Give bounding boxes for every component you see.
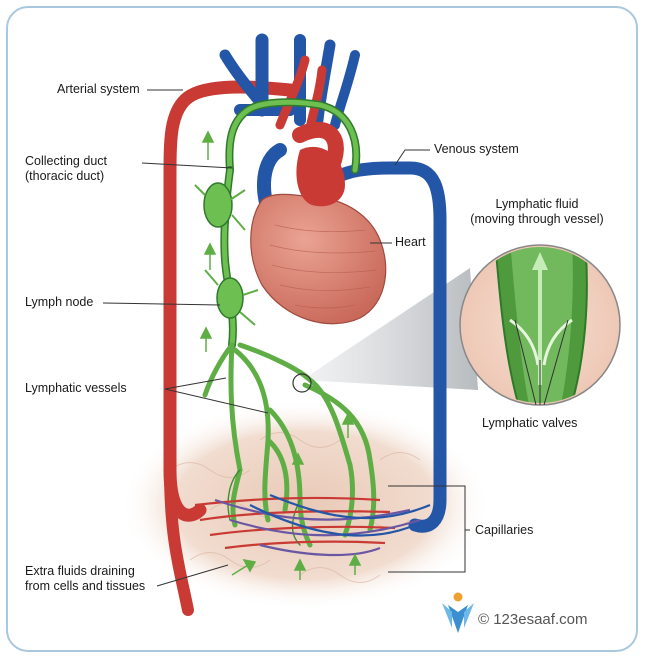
label-lymph-node: Lymph node <box>25 295 94 309</box>
label-collecting-duct-line1: Collecting duct <box>25 154 107 168</box>
leader-lines <box>102 89 569 587</box>
label-venous-system: Venous system <box>434 142 519 156</box>
label-extra-fluids-line1: Extra fluids draining <box>25 564 135 578</box>
capillary-bed <box>194 493 431 557</box>
label-collecting-duct: Collecting duct (thoracic duct) <box>25 154 107 184</box>
label-arterial-system: Arterial system <box>57 82 140 96</box>
flow-arrows <box>199 130 362 580</box>
label-capillaries: Capillaries <box>475 523 534 537</box>
heart-icon <box>250 146 387 325</box>
label-lymphatic-fluid: Lymphatic fluid (moving through vessel) <box>462 197 612 227</box>
zoom-source-circle <box>292 373 312 393</box>
label-collecting-duct-line2: (thoracic duct) <box>25 169 105 183</box>
watermark-text: © 123esaaf.com <box>478 611 588 628</box>
label-lymphatic-valves: Lymphatic valves <box>482 416 578 430</box>
person-logo-icon <box>442 592 474 633</box>
lymph-node-icon <box>194 182 259 326</box>
label-heart: Heart <box>395 235 426 249</box>
label-extra-fluids: Extra fluids draining from cells and tis… <box>25 564 145 594</box>
label-extra-fluids-line2: from cells and tissues <box>25 579 146 593</box>
zoom-inset <box>459 244 621 406</box>
label-lymphatic-vessels: Lymphatic vessels <box>25 381 127 395</box>
label-lymphatic-fluid-line1: Lymphatic fluid <box>495 197 579 211</box>
label-lymphatic-fluid-line2: (moving through vessel) <box>470 212 604 226</box>
arterial-loop <box>163 80 297 522</box>
